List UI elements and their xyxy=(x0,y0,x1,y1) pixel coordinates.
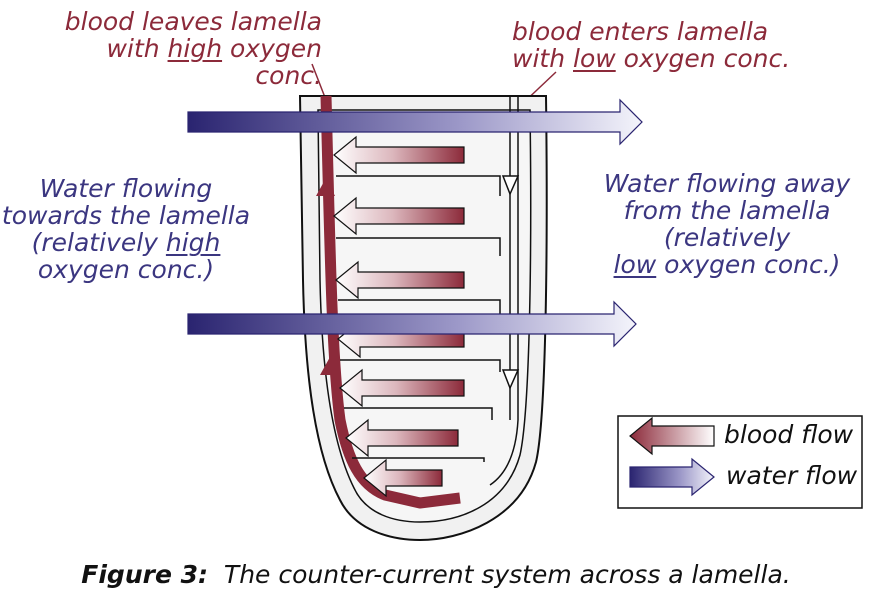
legend-blood-label: blood flow xyxy=(724,420,854,449)
blood-up-arrowhead-2 xyxy=(320,357,339,375)
label-water-away-line3: (relatively xyxy=(663,223,791,252)
text: (relatively xyxy=(31,228,166,257)
water-arrow-top xyxy=(187,98,643,146)
text: oxygen conc. xyxy=(615,44,791,73)
capillary-arrows xyxy=(333,135,465,498)
legend-box xyxy=(617,415,863,509)
leader-line-leaves xyxy=(311,63,327,101)
legend-water-arrow xyxy=(629,457,715,497)
legend-water-label: water flow xyxy=(726,461,858,490)
text: oxygen conc. xyxy=(222,34,322,90)
caption-label: Figure 3: xyxy=(81,560,209,589)
underlined-text: high xyxy=(165,228,221,257)
label-water-towards-line2: towards the lamella xyxy=(1,201,251,230)
label-blood-enters: blood enters lamella with low oxygen con… xyxy=(512,18,812,72)
label-water-towards-line1: Water flowing xyxy=(39,174,213,203)
underlined-text: low xyxy=(613,250,657,279)
capillary-walls xyxy=(336,175,501,462)
label-blood-leaves: blood leaves lamella with high oxygen co… xyxy=(40,8,322,89)
blood-vessel-inflow xyxy=(489,96,519,486)
text: with xyxy=(512,44,573,73)
label-water-towards: Water flowing towards the lamella (relat… xyxy=(0,175,252,283)
text: oxygen conc.) xyxy=(656,250,841,279)
label-water-away: Water flowing away from the lamella (rel… xyxy=(596,170,858,278)
label-water-towards-line3: (relatively high xyxy=(0,229,252,256)
label-blood-enters-line1: blood enters lamella xyxy=(512,17,769,46)
label-blood-enters-line2: with low oxygen conc. xyxy=(512,45,812,72)
blood-vessel-outflow xyxy=(320,95,461,509)
label-blood-leaves-line1: blood leaves lamella xyxy=(64,7,322,36)
underlined-text: high xyxy=(167,34,223,63)
underlined-text: low xyxy=(573,44,616,73)
legend-blood-arrow xyxy=(629,416,715,456)
blood-down-arrowhead-1 xyxy=(501,175,520,196)
blood-down-arrowhead-2 xyxy=(501,369,520,390)
label-blood-leaves-line2: with high oxygen conc. xyxy=(40,35,322,89)
label-water-away-line1: Water flowing away xyxy=(603,169,851,198)
text: with xyxy=(106,34,168,63)
blood-up-arrowhead-1 xyxy=(316,178,335,196)
figure-caption: Figure 3: The counter-current system acr… xyxy=(0,560,872,589)
caption-text: The counter-current system across a lame… xyxy=(223,560,791,589)
label-water-away-line2: from the lamella xyxy=(623,196,831,225)
label-water-away-line4: low oxygen conc.) xyxy=(596,251,858,278)
water-arrow-bottom xyxy=(187,300,637,348)
label-water-towards-line4: oxygen conc.) xyxy=(37,255,215,284)
